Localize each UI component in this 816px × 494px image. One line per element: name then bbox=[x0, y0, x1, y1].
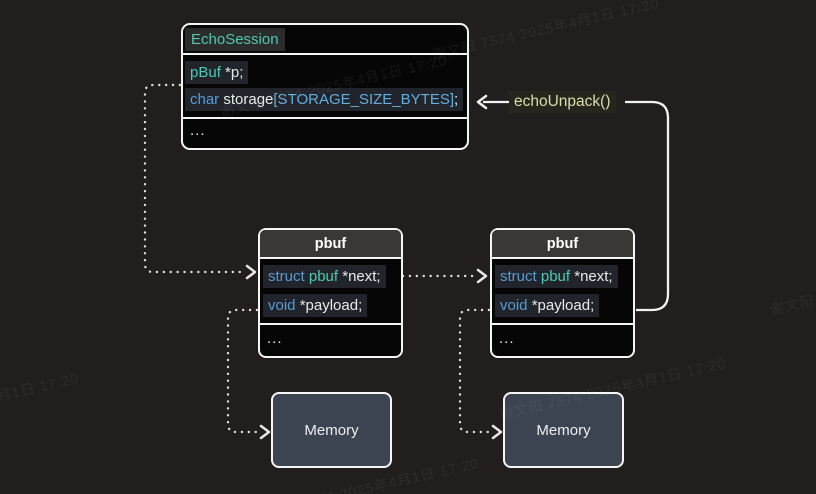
pbuf2-struct-box: pbuf struct pbuf *next; void *payload; .… bbox=[490, 228, 635, 358]
connector-pbuf1-payload-to-memory1 bbox=[226, 308, 261, 434]
field-storage-array: char storage[STORAGE_SIZE_BYTES]; bbox=[185, 88, 464, 112]
pbuf1-field-next: struct pbuf *next; bbox=[263, 265, 386, 289]
arrowhead-payload-to-memory2 bbox=[491, 424, 503, 440]
connector-pbuf2-payload-to-memory2 bbox=[458, 308, 493, 434]
pbuf2-header: pbuf bbox=[492, 230, 633, 259]
arrowhead-payload-to-memory1 bbox=[259, 424, 271, 440]
pbuf2-field-payload: void *payload; bbox=[495, 293, 600, 317]
pbuf1-header: pbuf bbox=[260, 230, 401, 259]
pbuf2-fields: struct pbuf *next; void *payload; bbox=[492, 259, 633, 323]
pbuf1-field-payload: void *payload; bbox=[263, 293, 368, 317]
field-pbuf-pointer: pBuf *p; bbox=[185, 60, 249, 84]
memory1-box: Memory bbox=[271, 392, 392, 468]
pbuf2-field-next: struct pbuf *next; bbox=[495, 265, 618, 289]
echo-session-title-row: EchoSession bbox=[183, 25, 467, 55]
memory1-label: Memory bbox=[304, 421, 359, 439]
connector-echounpack-to-pbuf2-payload bbox=[625, 100, 670, 312]
arrowhead-echounpack-to-storage bbox=[476, 94, 488, 110]
echo-session-fields: pBuf *p; char storage[STORAGE_SIZE_BYTES… bbox=[183, 55, 467, 117]
echo-session-ellipsis: ... bbox=[183, 117, 467, 148]
echo-session-title: EchoSession bbox=[185, 27, 285, 51]
arrowhead-session-to-pbuf1 bbox=[245, 264, 257, 280]
pbuf1-struct-box: pbuf struct pbuf *next; void *payload; .… bbox=[258, 228, 403, 358]
connector-session-to-pbuf1 bbox=[143, 83, 247, 274]
pbuf2-ellipsis: ... bbox=[492, 323, 633, 356]
echounpack-label: echoUnpack() bbox=[509, 91, 616, 113]
memory2-box: Memory bbox=[503, 392, 624, 468]
memory2-label: Memory bbox=[536, 421, 591, 439]
echo-session-struct-box: EchoSession pBuf *p; char storage[STORAG… bbox=[181, 23, 469, 150]
pbuf1-ellipsis: ... bbox=[260, 323, 401, 356]
pbuf1-fields: struct pbuf *next; void *payload; bbox=[260, 259, 401, 323]
arrowhead-pbuf1-to-pbuf2 bbox=[476, 268, 488, 284]
